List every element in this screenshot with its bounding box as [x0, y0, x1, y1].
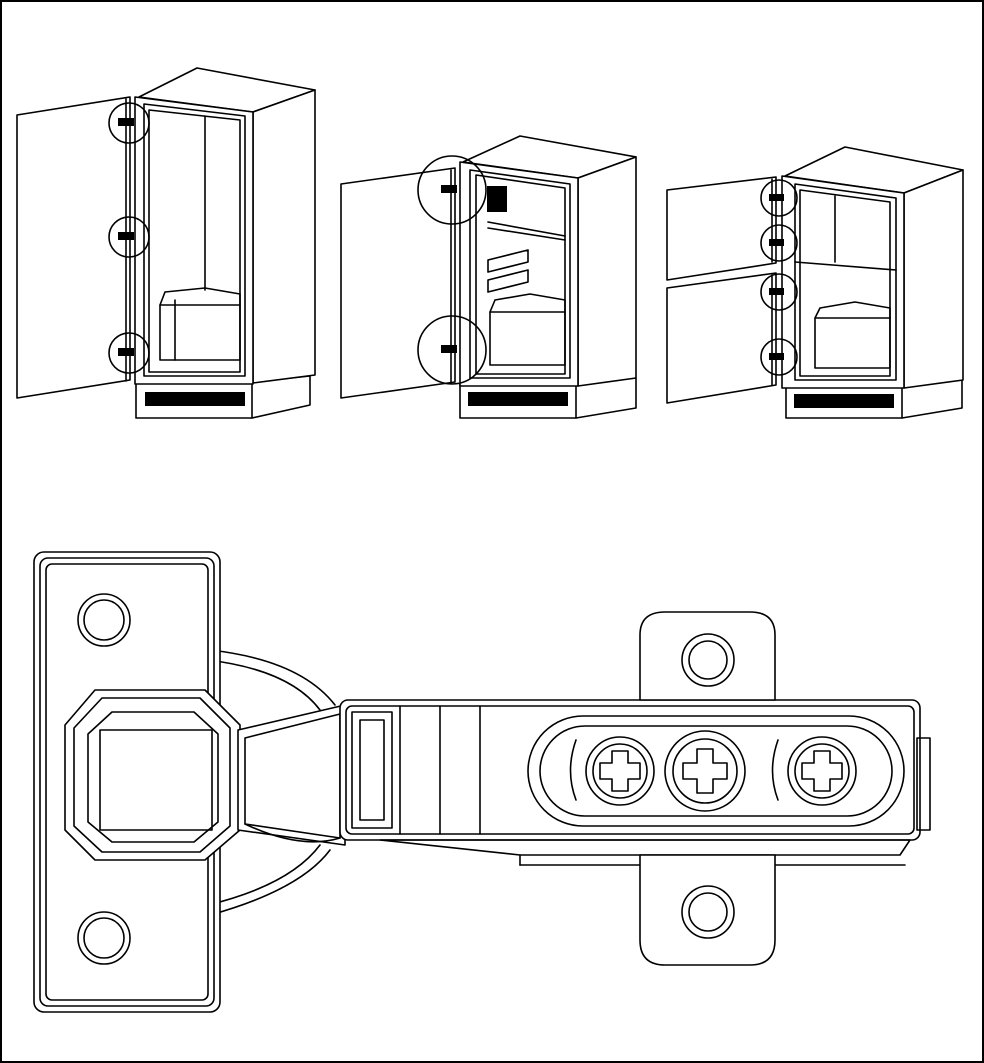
mounting-hole-top-left — [77, 593, 131, 647]
hinge-marker-1b — [108, 216, 150, 258]
screw-3 — [787, 736, 857, 806]
screw-2 — [664, 730, 746, 812]
mounting-hole-top-right — [681, 633, 735, 687]
mounting-base — [639, 611, 776, 966]
hinge-cup — [64, 689, 241, 861]
cabinet-2-door-shelves — [340, 135, 637, 419]
hinge-marker-2a — [417, 155, 487, 225]
hinge-marker-1a — [108, 102, 150, 144]
vent-grille-2 — [468, 392, 568, 406]
cabinet-1-tall-single-door — [16, 67, 316, 419]
hinge-detail — [33, 551, 931, 1013]
hinge-marker-3a — [760, 179, 798, 217]
vent-grille-1 — [145, 392, 245, 406]
mounting-hole-bottom-left — [77, 911, 131, 965]
hinge-marker-1c — [108, 332, 150, 374]
screw-1 — [585, 736, 655, 806]
mounting-hole-bottom-right — [681, 885, 735, 939]
hinge-marker-3c — [760, 273, 798, 311]
hinge-marker-3d — [760, 338, 798, 376]
vent-grille-3 — [794, 394, 894, 408]
hinge-marker-2b — [417, 315, 487, 385]
cabinet-3-two-doors — [666, 146, 964, 419]
hinge-marker-3b — [760, 224, 798, 262]
